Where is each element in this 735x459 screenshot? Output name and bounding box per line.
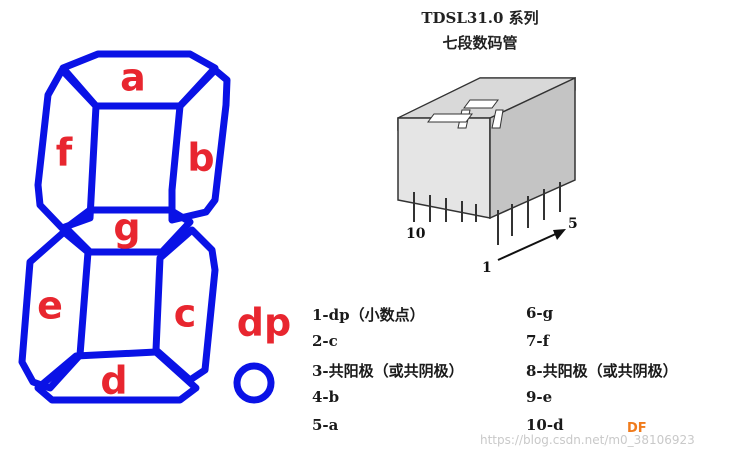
watermark-text: https://blog.csdn.net/m0_38106923 [480,433,695,447]
segment-b-label: b [187,136,214,180]
segment-g-label: g [113,206,140,250]
pin-list-item: 6-g [526,304,554,322]
pin-list-item: 10-d [526,416,564,434]
pin-list-item: 8-共阳极（或共阴极） [526,362,678,380]
pin-list-item: 7-f [526,332,550,350]
segment-d-label: d [100,359,127,403]
df-badge: DF [627,421,647,436]
pin-list-item: 1-dp（小数点） [312,306,425,324]
display-package-drawing [397,76,576,261]
diagram-subtitle: 七段数码管 [442,34,518,52]
segment-d [34,348,200,404]
segment-f [34,66,100,232]
segment-dp-label: dp [237,301,291,345]
pin-list-item: 5-a [312,416,339,434]
pin-label-1: 1 [482,260,492,276]
diagram-title: TDSL31.0 系列 [421,9,539,27]
segment-c-label: c [174,292,197,336]
segment-b [168,66,231,224]
segment-c [152,226,219,384]
segment-f-label: f [56,131,73,175]
pin-label-10: 10 [406,226,426,242]
pin-list-item: 9-e [526,388,553,406]
pin-list-item: 4-b [312,388,340,406]
pin-label-5: 5 [568,216,578,232]
segment-dp [233,362,275,404]
segment-e-label: e [37,284,63,328]
pin-list-item: 2-c [312,332,338,350]
pin-list-item: 3-共阳极（或共阴极） [312,362,464,380]
segment-a-label: a [120,56,146,100]
